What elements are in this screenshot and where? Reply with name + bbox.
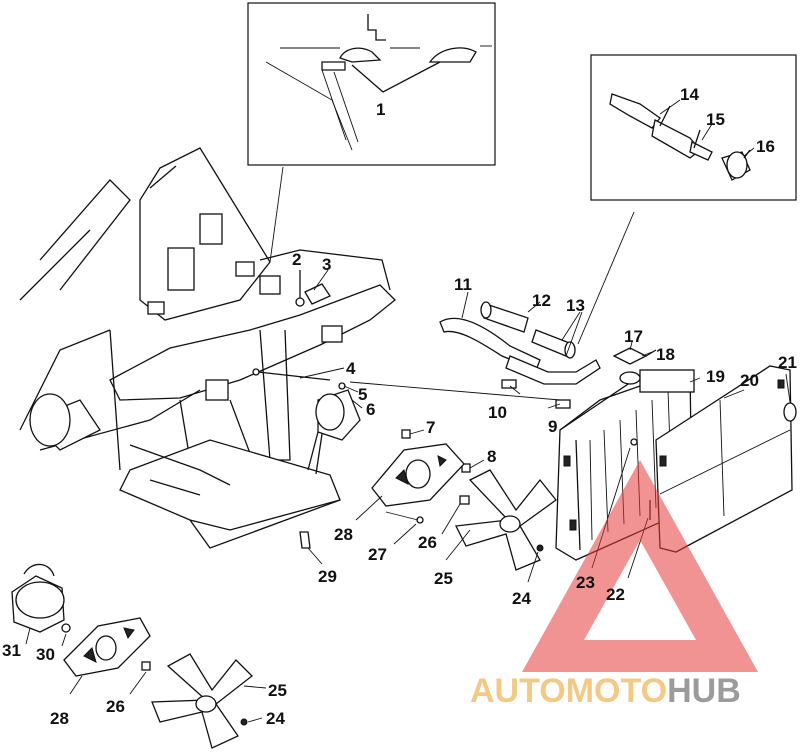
- callout-c18: 18: [656, 345, 675, 364]
- clip-29: [299, 531, 311, 549]
- fan-blade-25a: [455, 469, 557, 571]
- callout-c25b: 25: [268, 681, 287, 700]
- callout-c31: 31: [2, 641, 21, 660]
- watermark-text: AUTOMOTOHUB: [470, 672, 741, 710]
- inset-hose-fitting-detail: [590, 54, 797, 201]
- callout-c27: 27: [368, 545, 387, 564]
- frame-chassis: [19, 147, 396, 549]
- callout-c1: 1: [376, 100, 385, 119]
- callout-c28b: 28: [50, 709, 69, 728]
- fan-motor-31: [11, 563, 65, 633]
- callout-labels: 1 2 3 4 5 6 7 8 9 10 11 12 13 14 15 16 1…: [2, 85, 797, 728]
- watermark-logo: [522, 460, 758, 672]
- callout-c6: 6: [366, 400, 375, 419]
- spacer-26a: [459, 495, 470, 505]
- watermark-part3: HUB: [667, 672, 741, 710]
- callout-c19: 19: [706, 367, 725, 386]
- callout-c20: 20: [740, 371, 759, 390]
- inset-clip-detail: [247, 2, 496, 166]
- callout-c3: 3: [322, 255, 331, 274]
- spacer-26b: [141, 661, 151, 671]
- callout-c21: 21: [778, 353, 797, 372]
- grommet-21: [783, 402, 797, 422]
- callout-c26b: 26: [106, 697, 125, 716]
- callout-c7: 7: [426, 418, 435, 437]
- leader-lines: [25, 99, 791, 723]
- callout-c4: 4: [346, 359, 356, 378]
- fan-bracket-28b: [63, 617, 151, 677]
- callout-c9: 9: [548, 417, 557, 436]
- hose-11: [439, 317, 541, 371]
- callout-c23: 23: [576, 573, 595, 592]
- callout-c12: 12: [532, 291, 551, 310]
- callout-c16: 16: [756, 137, 775, 156]
- hose-12: [480, 301, 529, 333]
- callout-c10: 10: [488, 403, 507, 422]
- callout-c28a: 28: [334, 525, 353, 544]
- spacer-7: [401, 429, 411, 439]
- hose-clamp-10: [501, 379, 517, 389]
- callout-c24a: 24: [512, 589, 531, 608]
- callout-c29: 29: [318, 567, 337, 586]
- callout-c8: 8: [487, 447, 496, 466]
- callout-c17: 17: [624, 327, 643, 346]
- gasket-18: [645, 349, 657, 357]
- callout-c15: 15: [706, 110, 725, 129]
- nut-24b: [240, 718, 248, 726]
- bracket-3: [304, 283, 331, 305]
- callout-c24b: 24: [266, 709, 285, 728]
- watermark-part1: AUTO: [470, 672, 566, 710]
- callout-c30: 30: [36, 645, 55, 664]
- callout-c2: 2: [292, 250, 301, 269]
- callout-c26a: 26: [418, 533, 437, 552]
- callout-c13: 13: [566, 296, 585, 315]
- callout-c25a: 25: [434, 569, 453, 588]
- fan-blade-25b: [151, 653, 253, 749]
- screw-27: [385, 511, 424, 524]
- callout-c5: 5: [358, 385, 367, 404]
- callout-c11: 11: [454, 275, 472, 294]
- bolt-4: [252, 368, 331, 381]
- screw-23: [630, 438, 638, 446]
- hose-clamp-9: [555, 399, 571, 409]
- fan-bracket-28a: [371, 443, 465, 507]
- callout-c14: 14: [680, 85, 699, 104]
- fan-motor-6: [307, 389, 361, 475]
- radiator-cap-17: [612, 347, 648, 385]
- washer-30: [61, 623, 71, 633]
- watermark-part2: MOTO: [566, 672, 667, 710]
- watermark-triangle-icon: [522, 460, 758, 672]
- callout-c22: 22: [606, 585, 625, 604]
